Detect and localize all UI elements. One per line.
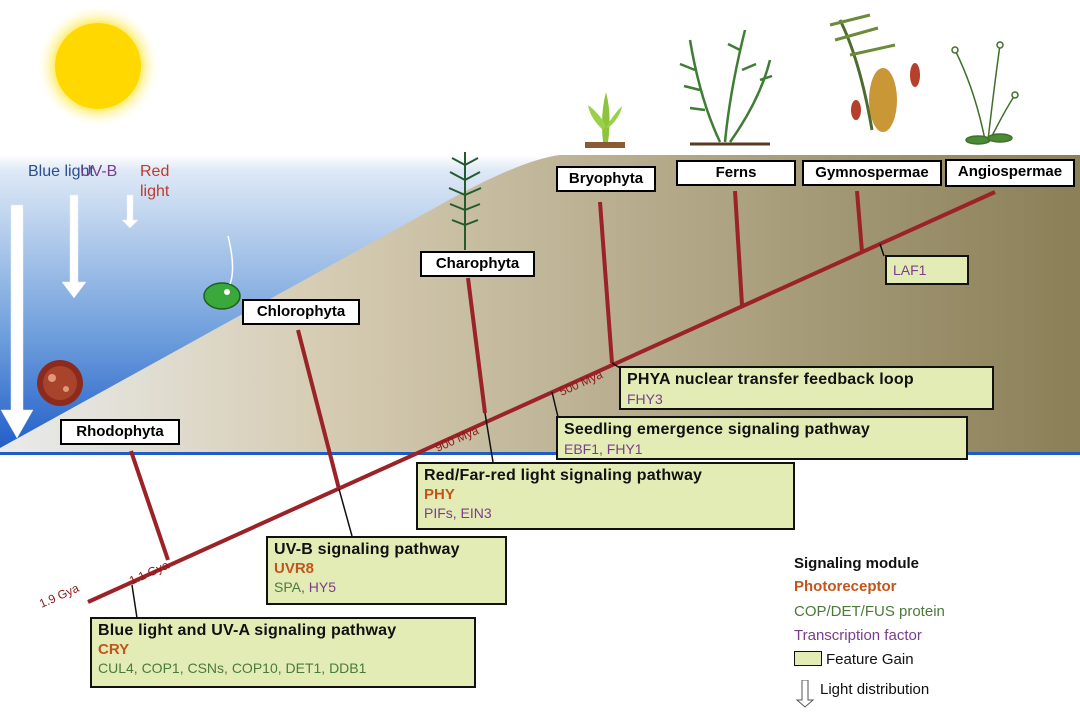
- legend-light-label: Light distribution: [820, 681, 930, 698]
- clade-rhodophyta: Rhodophyta: [60, 419, 180, 445]
- feature-photoreceptor: CRY: [98, 641, 130, 658]
- feature-box-red-far-red: Red/Far-red light signaling pathway PHY …: [416, 462, 795, 530]
- feature-factors: FHY3: [627, 391, 663, 407]
- feature-title: PHYA nuclear transfer feedback loop: [627, 371, 914, 388]
- cop-factor: SPA: [274, 579, 301, 595]
- feature-gain-swatch: [794, 651, 822, 666]
- branch-ferns: [733, 190, 744, 306]
- bryophyta-plant-icon: [585, 92, 625, 148]
- feature-factors: PIFs, EIN3: [424, 505, 492, 521]
- clade-ferns: Ferns: [676, 160, 796, 186]
- feature-connectors: [131, 243, 885, 619]
- uvb-label: UV-B: [80, 163, 118, 180]
- clade-gymnospermae: Gymnospermae: [802, 160, 942, 186]
- sun-disc: [55, 23, 141, 109]
- fern-plant-icon: [679, 29, 773, 146]
- feature-photoreceptor: PHY: [424, 486, 455, 503]
- feature-factors: EBF1, FHY1: [564, 441, 643, 457]
- feature-box-phya: PHYA nuclear transfer feedback loop FHY3: [619, 366, 994, 410]
- feature-title: Blue light and UV-A signaling pathway: [98, 622, 397, 639]
- tf-factor: HY5: [308, 579, 336, 595]
- feature-factors: LAF1: [893, 262, 927, 278]
- feature-title: Red/Far-red light signaling pathway: [424, 467, 703, 484]
- cop-factor: CUL4, COP1, CSNs, COP10, DET1, DDB1: [98, 660, 367, 676]
- branch-gymnospermae: [855, 190, 864, 253]
- feature-factors: CUL4, COP1, CSNs, COP10, DET1, DDB1: [98, 659, 474, 677]
- branch-rhodophyta: [129, 450, 170, 561]
- feature-box-seedling: Seedling emergence signaling pathway EBF…: [556, 416, 968, 460]
- light-arrows: [0, 194, 139, 439]
- phylogenetic-tree: [87, 190, 996, 604]
- legend-feature-gain: Feature Gain: [794, 651, 914, 668]
- legend-cop: COP/DET/FUS protein: [794, 603, 945, 620]
- red-light-label: Red light: [140, 163, 170, 200]
- legend-photoreceptor: Photoreceptor: [794, 578, 897, 595]
- angiosperm-plant-icon: [951, 41, 1019, 145]
- tree-main-axis: [87, 190, 996, 604]
- legend-tf: Transcription factor: [794, 627, 922, 644]
- factor-separator: ,: [300, 579, 309, 595]
- legend-feature-gain-label: Feature Gain: [826, 651, 914, 668]
- clade-chlorophyta: Chlorophyta: [242, 299, 360, 325]
- clade-bryophyta: Bryophyta: [556, 166, 656, 192]
- feature-title: UV-B signaling pathway: [274, 541, 460, 558]
- gymnosperm-plant-icon: [829, 13, 920, 132]
- branch-bryophyta: [598, 201, 614, 364]
- clade-angiospermae: Angiospermae: [945, 159, 1075, 187]
- clade-charophyta: Charophyta: [420, 251, 535, 277]
- rhodophyta-cell-icon: [37, 360, 83, 406]
- feature-factors: SPA, HY5: [274, 578, 505, 596]
- branch-chlorophyta: [296, 329, 341, 490]
- feature-box-laf1: LAF1: [885, 255, 969, 285]
- branch-charophyta: [466, 277, 487, 414]
- light-arrow-icon: [795, 679, 815, 708]
- feature-box-uvb: UV-B signaling pathway UVR8 SPA, HY5: [266, 536, 507, 605]
- legend-light-distribution: Light distribution: [794, 679, 930, 708]
- feature-photoreceptor: UVR8: [274, 560, 315, 577]
- chlorophyta-cell-icon: [203, 235, 241, 310]
- blue-light-label: Blue light: [28, 163, 94, 180]
- legend-title: Signaling module: [794, 555, 920, 572]
- feature-title: Seedling emergence signaling pathway: [564, 421, 870, 438]
- feature-box-blue-uva: Blue light and UV-A signaling pathway CR…: [90, 617, 476, 688]
- charophyta-plant-icon: [448, 152, 482, 250]
